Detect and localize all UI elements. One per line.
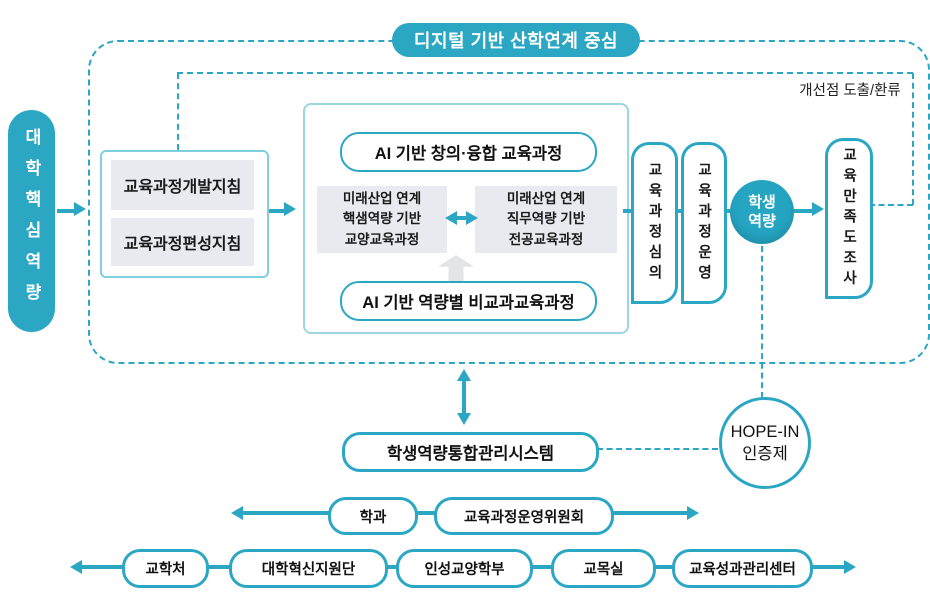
rail-label: 대학핵심역량 [22,128,41,314]
arrow-guidelines-line [269,209,285,213]
inner-dashed-left [177,73,179,150]
org-pill-innovation-support: 대학혁신지원단 [229,549,388,588]
arrow-satisfaction-line [792,209,814,213]
guideline-organization-card: 교육과정편성지침 [111,218,254,266]
liberal-line3: 교양교육과정 [344,231,420,247]
org-pill-performance-center: 교육성과관리센터 [672,549,813,588]
banner-label: 디지털 기반 산학연계 중심 [413,31,619,51]
system-arrow-down-head-icon [457,413,471,425]
curriculum-operation-label: 교육과정운영 [695,161,712,285]
ai-extracurricular-label: AI 기반 역량별 비교과교육과정 [362,294,575,312]
cards-arrow-left-head-icon [445,211,457,225]
competency-system-label: 학생역량통합관리시스템 [387,445,554,463]
ai-convergence-label: AI 기반 창의·융합 교육과정 [374,145,563,163]
arrow-rail-line [57,209,75,213]
arrow-satisfaction-head-icon [812,202,824,216]
curriculum-review-label: 교육과정심의 [646,161,662,285]
feedback-dashed-connector [869,204,913,206]
org-row-right-head-icon [844,560,856,574]
major-line2: 직무역량 기반 [506,211,586,227]
hope-in-line2: 인증제 [742,445,788,463]
curriculum-review-box: 교육과정심의 [631,142,678,304]
committee-pill: 교육과정운영위원회 [434,497,614,535]
cards-arrow-line [455,216,468,220]
banner-pill: 디지털 기반 산학연계 중심 [392,23,640,57]
satisfaction-survey-label: 교육만족도조사 [840,146,857,291]
org-pill-liberal-faculty: 인성교양학부 [396,549,533,588]
circle-to-hopein-dashed [761,246,763,398]
liberal-arts-card: 미래산업 연계 핵샘역량 기반 교양교육과정 [317,186,447,253]
org-pill-chaplaincy: 교목실 [551,549,656,588]
university-core-competency-rail: 대학핵심역량 [8,110,55,332]
committee-row-right-head-icon [687,506,699,520]
connector-1 [623,209,633,213]
dept-pill: 학과 [328,497,418,535]
guideline-development-card: 교육과정개발지침 [111,160,254,210]
satisfaction-survey-box: 교육만족도조사 [825,138,873,299]
ai-convergence-pill: AI 기반 창의·융합 교육과정 [340,132,597,172]
hope-in-line1: HOPE-IN [730,422,800,441]
major-line1: 미래산업 연계 [506,191,586,207]
inner-dashed-right [912,73,914,205]
org-row-left-head-icon [70,560,82,574]
feedback-note: 개선점 도출/환류 [799,83,901,99]
system-arrow-line [462,379,466,415]
arrow-rail-head-icon [74,202,86,216]
org-pill-gyohakcheo: 교학처 [122,549,209,588]
system-to-hopein-dashed [597,448,718,450]
hope-in-circle: HOPE-IN 인증제 [719,397,811,489]
arrow-guidelines-head-icon [284,202,296,216]
ai-extracurricular-pill: AI 기반 역량별 비교과교육과정 [340,281,597,321]
major-card: 미래산업 연계 직무역량 기반 전공교육과정 [475,186,617,253]
committee-row-left-head-icon [231,506,243,520]
major-line3: 전공교육과정 [508,231,584,247]
inner-dashed-top [177,72,913,74]
student-competency-line1: 학생 [748,193,776,211]
liberal-line2: 핵샘역량 기반 [342,211,422,227]
student-competency-circle: 학생 역량 [730,180,794,244]
cards-arrow-right-head-icon [466,211,478,225]
student-competency-line2: 역량 [748,213,776,230]
curriculum-operation-box: 교육과정운영 [681,142,727,304]
liberal-line1: 미래산업 연계 [342,191,422,207]
competency-system-pill: 학생역량통합관리시스템 [342,432,599,472]
system-arrow-up-head-icon [457,369,471,381]
